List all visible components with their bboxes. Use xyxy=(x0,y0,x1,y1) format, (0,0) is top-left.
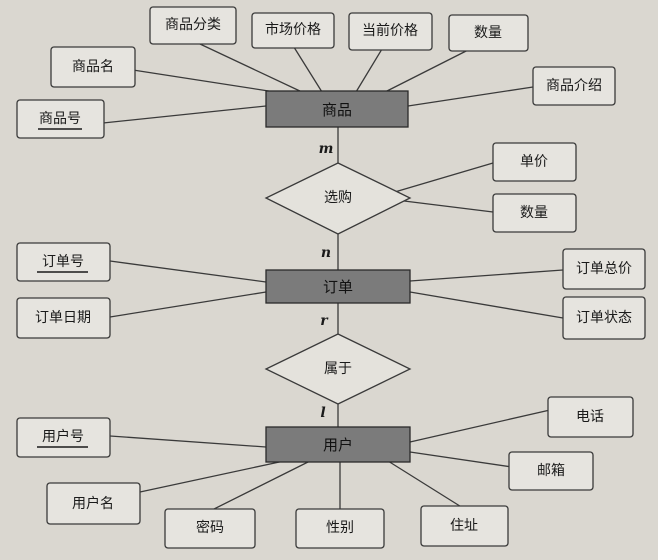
attr-user-email: 邮箱 xyxy=(508,451,594,491)
attr-order-total-box xyxy=(562,248,646,290)
relationship-belong-diamond xyxy=(264,333,412,405)
line-product-category xyxy=(199,43,303,93)
attr-user-phone: 电话 xyxy=(547,396,634,438)
attr-product-name: 商品名 xyxy=(50,46,136,88)
attr-order-id-label: 订单号 xyxy=(42,254,84,270)
relationship-select-diamond xyxy=(264,162,412,235)
entity-user-box xyxy=(265,426,411,463)
attr-select-unit-price: 单价 xyxy=(492,142,577,182)
attr-user-phone-box xyxy=(547,396,634,438)
attr-order-status-box xyxy=(562,296,646,340)
line-order-id xyxy=(109,260,267,283)
line-user-email xyxy=(409,451,513,468)
attr-product-market-price-box xyxy=(251,12,335,49)
cardinality-n: n xyxy=(321,245,331,261)
attr-user-address: 住址 xyxy=(420,505,509,547)
attr-product-category-box xyxy=(149,6,237,45)
line-select-unit-price xyxy=(387,162,494,195)
attr-product-intro-label: 商品介绍 xyxy=(546,78,602,94)
attr-order-status-label: 订单状态 xyxy=(576,310,632,326)
cardinality-m: m xyxy=(319,141,334,157)
attr-product-quantity-box xyxy=(448,14,529,52)
attr-select-quantity-box xyxy=(492,193,577,233)
relationship-belong: 属于 xyxy=(264,333,412,405)
line-product-intro xyxy=(407,86,534,107)
attr-product-quantity-label: 数量 xyxy=(474,25,502,41)
line-product-market-price xyxy=(291,43,323,93)
attr-order-status: 订单状态 xyxy=(562,296,646,340)
attr-user-email-box xyxy=(508,451,594,491)
entity-user-label: 用户 xyxy=(323,436,353,454)
attr-user-name: 用户名 xyxy=(46,482,141,525)
attr-product-category-label: 商品分类 xyxy=(165,17,221,33)
line-order-date xyxy=(109,291,267,318)
attr-user-gender-label: 性别 xyxy=(326,520,354,536)
attr-order-date-label: 订单日期 xyxy=(35,310,91,326)
attr-product-id: 商品号 xyxy=(16,99,105,139)
attr-user-password-label: 密码 xyxy=(196,519,224,536)
attr-user-address-label: 住址 xyxy=(450,518,478,534)
line-select-quantity xyxy=(395,199,494,213)
attr-user-phone-label: 电话 xyxy=(576,409,604,425)
attr-select-quantity: 数量 xyxy=(492,193,577,233)
line-user-password xyxy=(211,460,311,511)
attr-user-gender-box xyxy=(295,508,385,549)
attr-product-name-label: 商品名 xyxy=(72,59,114,75)
cardinality-r: r xyxy=(320,313,329,329)
attr-user-gender: 性别 xyxy=(295,508,385,549)
attr-product-market-price: 市场价格 xyxy=(251,12,335,49)
entity-product: 商品 xyxy=(265,90,409,128)
attr-product-quantity: 数量 xyxy=(448,14,529,52)
attr-product-market-price-label: 市场价格 xyxy=(265,21,321,38)
line-product-name xyxy=(132,69,276,93)
entity-order-box xyxy=(265,269,411,304)
relationship-select: 选购 xyxy=(264,162,412,235)
connector-lines xyxy=(102,43,564,511)
line-order-total xyxy=(409,269,564,282)
attr-user-password-box xyxy=(164,508,256,549)
attr-user-address-box xyxy=(420,505,509,547)
entity-product-label: 商品 xyxy=(322,101,352,119)
line-order-status xyxy=(409,291,564,319)
cardinality-l: l xyxy=(320,405,325,421)
attr-user-password: 密码 xyxy=(164,508,256,549)
entity-product-box xyxy=(265,90,409,128)
relationship-select-label: 选购 xyxy=(324,190,352,206)
attr-order-date: 订单日期 xyxy=(16,297,111,339)
attr-select-unit-price-label: 单价 xyxy=(520,154,548,170)
attr-order-date-box xyxy=(16,297,111,339)
line-user-name xyxy=(139,460,285,493)
attr-select-unit-price-box xyxy=(492,142,577,182)
line-user-phone xyxy=(409,409,551,443)
attr-user-name-box xyxy=(46,482,141,525)
attr-product-intro: 商品介绍 xyxy=(532,66,616,106)
line-user-address xyxy=(387,460,464,509)
attr-product-current-price-label: 当前价格 xyxy=(362,22,418,39)
line-product-quantity xyxy=(384,43,481,93)
attr-order-total: 订单总价 xyxy=(562,248,646,290)
attr-product-id-label: 商品号 xyxy=(39,111,81,127)
entity-order-label: 订单 xyxy=(323,278,353,296)
attr-user-email-label: 邮箱 xyxy=(537,463,565,479)
attr-order-id: 订单号 xyxy=(16,242,111,282)
line-product-id xyxy=(102,105,267,124)
attr-product-current-price: 当前价格 xyxy=(348,12,433,51)
attr-product-intro-box xyxy=(532,66,616,106)
attr-order-total-label: 订单总价 xyxy=(576,261,632,277)
attr-product-current-price-box xyxy=(348,12,433,51)
attr-user-id: 用户号 xyxy=(16,417,111,458)
attr-user-id-label: 用户号 xyxy=(42,428,84,445)
attr-product-name-box xyxy=(50,46,136,88)
entity-order: 订单 xyxy=(265,269,411,304)
attr-select-quantity-label: 数量 xyxy=(520,205,548,221)
line-user-id xyxy=(109,435,267,448)
attr-product-category: 商品分类 xyxy=(149,6,237,45)
entity-user: 用户 xyxy=(265,426,411,463)
line-product-current-price xyxy=(355,43,386,93)
attr-user-name-label: 用户名 xyxy=(72,495,114,512)
relationship-belong-label: 属于 xyxy=(324,361,352,377)
